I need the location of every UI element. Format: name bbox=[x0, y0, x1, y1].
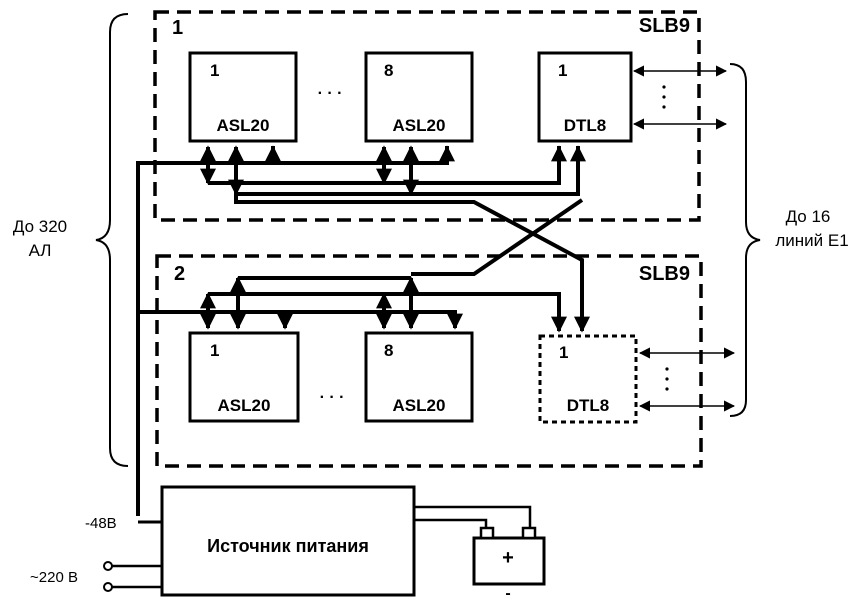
left-brace bbox=[95, 13, 129, 467]
battery-plus: + bbox=[502, 547, 514, 569]
board1-asl-first-index: 1 bbox=[210, 61, 219, 80]
power-supply-box bbox=[160, 485, 416, 597]
left-brace-label-line1: До 320 bbox=[13, 217, 67, 236]
board1-dtl-label: DTL8 bbox=[564, 116, 607, 135]
battery-wires bbox=[414, 505, 532, 528]
power-input-voltage: ~220 В bbox=[30, 569, 78, 586]
board1-asl-last-index: 8 bbox=[384, 61, 393, 80]
board1-frame bbox=[153, 10, 701, 222]
board1-e1-dots bbox=[662, 85, 666, 109]
board2-title: SLB9 bbox=[639, 263, 690, 285]
board2-asl-first-index: 1 bbox=[210, 341, 219, 360]
board2-number: 2 bbox=[174, 263, 185, 285]
board1-asl-last-label: ASL20 bbox=[393, 116, 446, 135]
board2-dtl-index: 1 bbox=[559, 343, 568, 362]
board2-bus-wires bbox=[138, 276, 561, 330]
board2-asl-last-index: 8 bbox=[384, 341, 393, 360]
power-supply-title: Источник питания bbox=[207, 536, 369, 556]
board1-ellipsis: · · · bbox=[318, 85, 343, 102]
battery-minus: - bbox=[505, 585, 510, 602]
board1-dtl-index: 1 bbox=[558, 61, 567, 80]
board2-dtl bbox=[538, 334, 638, 424]
board2-asl-first bbox=[188, 331, 300, 423]
board2-asl-last bbox=[364, 331, 474, 423]
board2-e1-dots bbox=[665, 367, 669, 391]
board2-asl-first-label: ASL20 bbox=[218, 396, 271, 415]
board1-title: SLB9 bbox=[639, 15, 690, 37]
right-brace-label-line1: До 16 bbox=[786, 207, 831, 226]
ac-input-terminals bbox=[103, 561, 162, 592]
battery-terminal-left bbox=[479, 526, 495, 540]
board2-ellipsis: · · · bbox=[320, 389, 345, 406]
board2-asl-last-label: ASL20 bbox=[393, 396, 446, 415]
board1-bus-wires bbox=[136, 146, 584, 516]
battery-terminal-right bbox=[521, 526, 537, 540]
right-brace-label-line2: линий Е1 bbox=[775, 231, 848, 250]
right-brace bbox=[729, 63, 761, 417]
board1-dtl bbox=[537, 51, 633, 143]
power-output-voltage: -48В bbox=[85, 515, 117, 532]
board2-dtl-label: DTL8 bbox=[567, 396, 610, 415]
board1-asl-last bbox=[364, 51, 474, 143]
board1-asl-first bbox=[188, 51, 298, 143]
left-brace-label-line2: АЛ bbox=[29, 241, 52, 260]
board1-number: 1 bbox=[172, 17, 183, 39]
board2-frame bbox=[155, 254, 703, 468]
board1-asl-first-label: ASL20 bbox=[217, 116, 270, 135]
battery-icon bbox=[472, 536, 546, 586]
